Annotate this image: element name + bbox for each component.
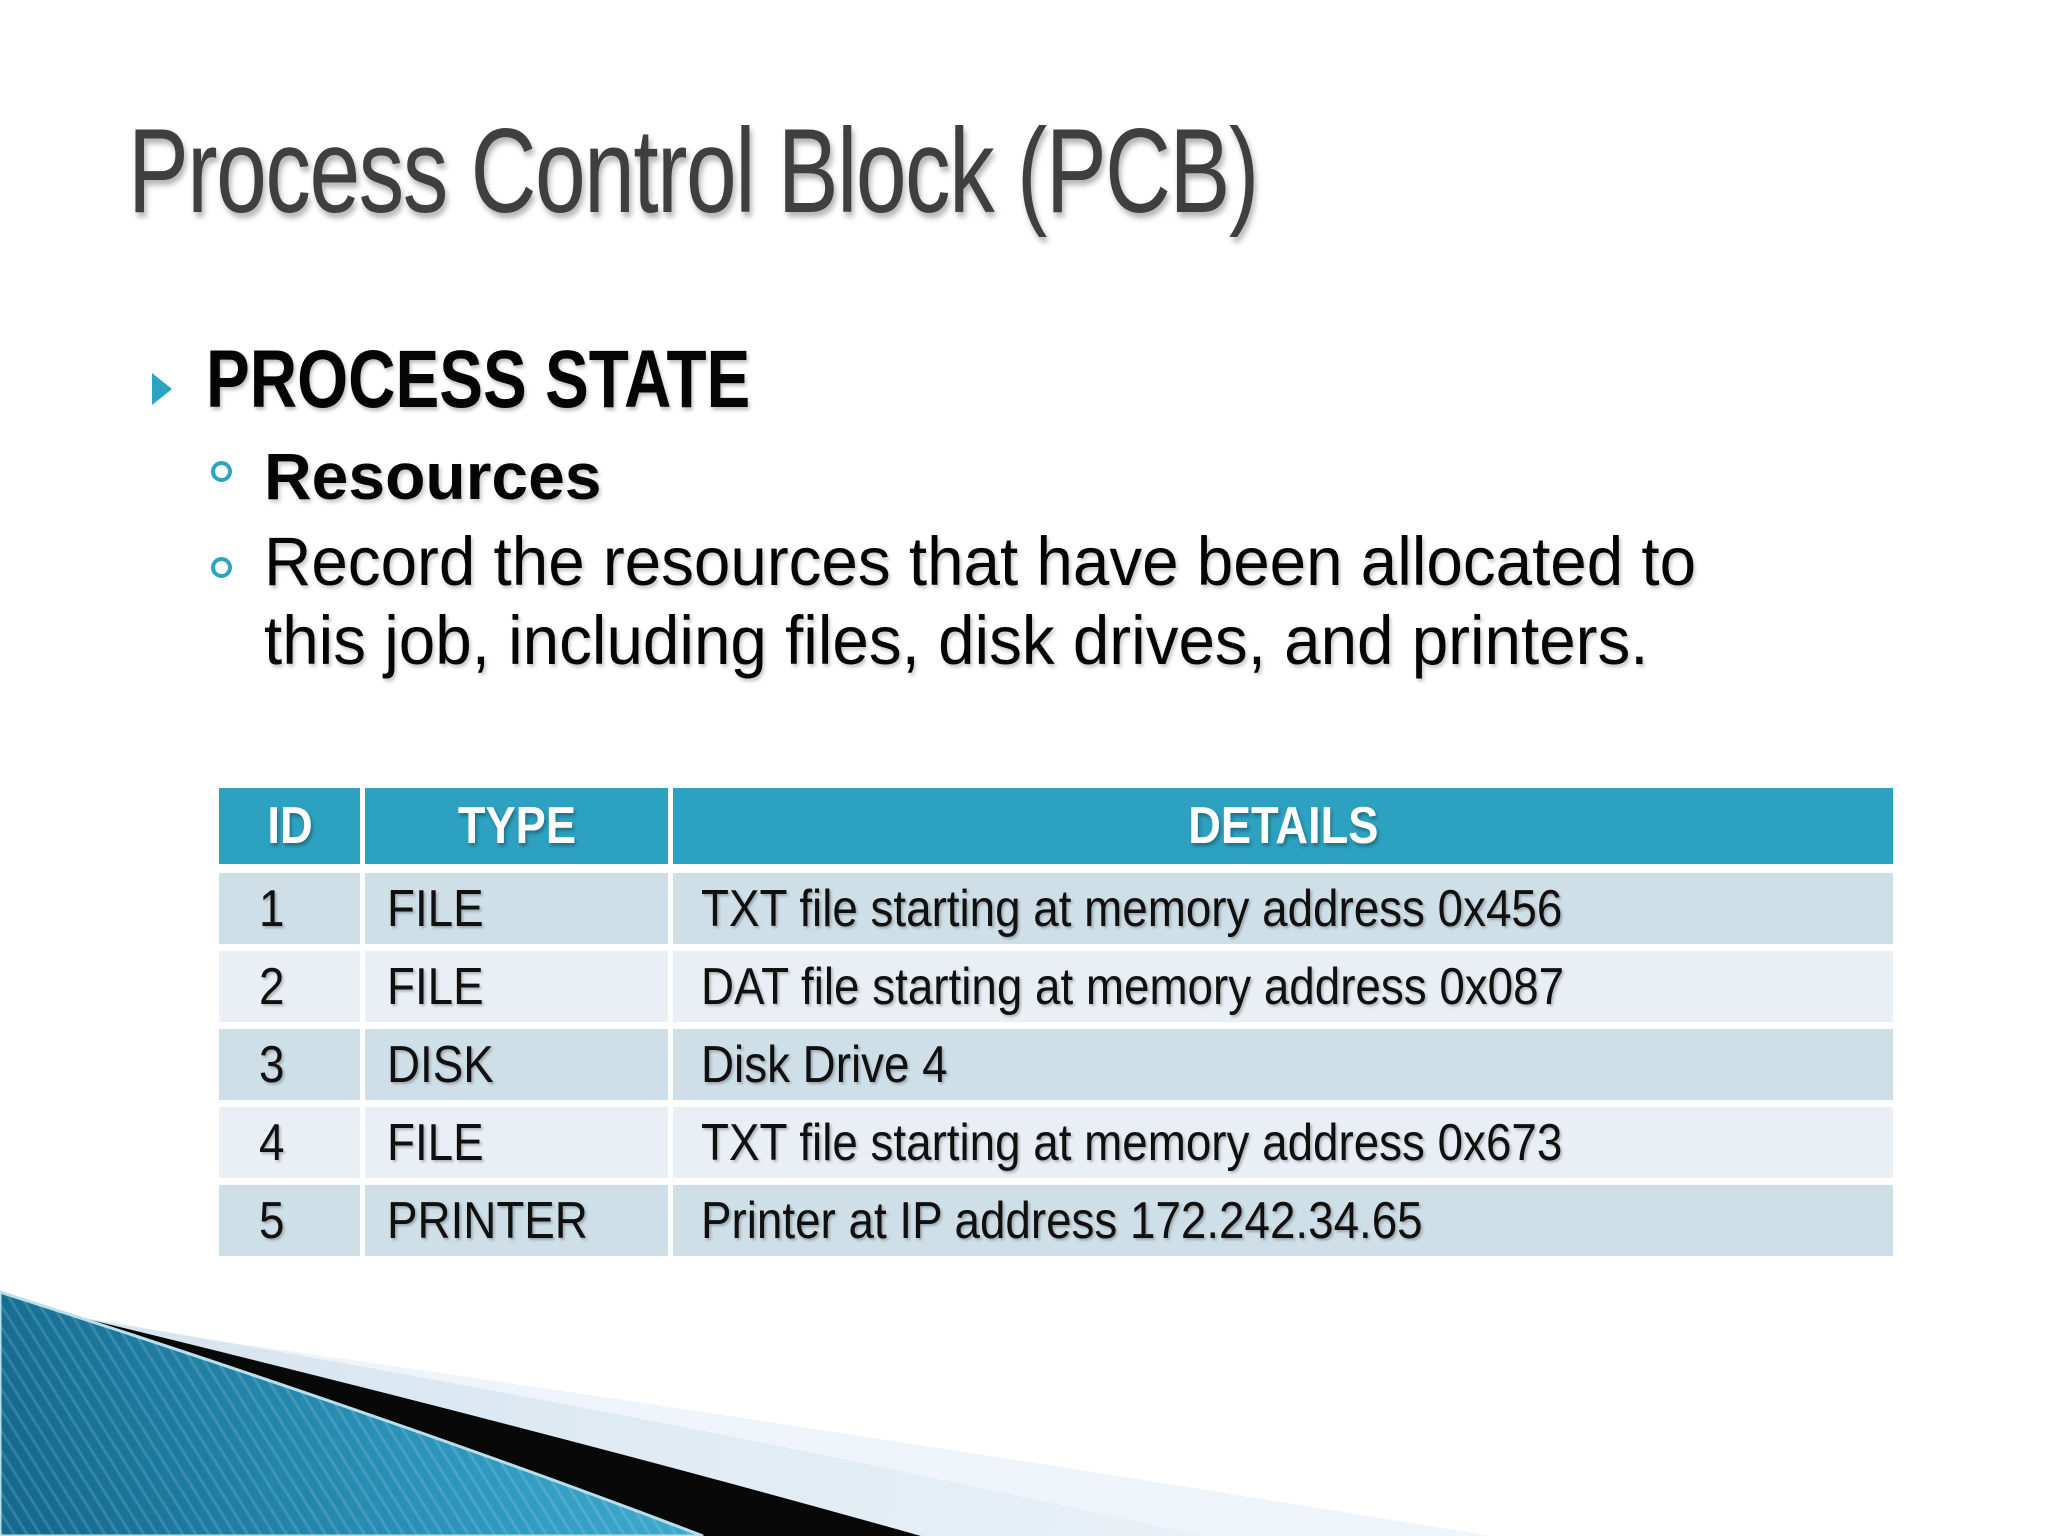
- table-cell: DAT file starting at memory address 0x08…: [673, 951, 1893, 1022]
- table-cell: TXT file starting at memory address 0x67…: [673, 1107, 1893, 1178]
- table-cell: TXT file starting at memory address 0x45…: [673, 873, 1893, 944]
- table-cell: FILE: [365, 951, 668, 1022]
- table-cell-text: DAT file starting at memory address 0x08…: [701, 957, 1565, 1016]
- table-cell-text: 2: [259, 957, 285, 1016]
- sub-bullet-circle-icon: [211, 461, 232, 482]
- table-row: 3 DISK Disk Drive 4: [219, 1029, 1893, 1100]
- table-cell: Disk Drive 4: [673, 1029, 1893, 1100]
- table-cell-text: TXT file starting at memory address 0x67…: [701, 1113, 1563, 1172]
- table-cell: 2: [219, 951, 360, 1022]
- table-cell: DISK: [365, 1029, 668, 1100]
- sub-bullet-resources: Resources: [264, 439, 602, 513]
- table-row: 4 FILE TXT file starting at memory address…: [219, 1107, 1893, 1178]
- table-cell: FILE: [365, 873, 668, 944]
- table-cell-text: FILE: [387, 879, 484, 938]
- table-cell-text: FILE: [387, 1113, 484, 1172]
- table-header-label: DETAILS: [1187, 797, 1379, 855]
- swoosh-ghost-band: [0, 1310, 1490, 1536]
- slide-title: Process Control Block (PCB): [128, 104, 1259, 238]
- table-header-row: ID TYPE DETAILS: [219, 788, 1893, 864]
- process-state-heading: PROCESS STATE: [206, 334, 751, 425]
- table-cell-text: 1: [259, 879, 285, 938]
- sub-bullet-description: Record the resources that have been allo…: [264, 523, 1697, 679]
- table-cell-text: DISK: [387, 1035, 494, 1094]
- table-cell-text: FILE: [387, 957, 484, 1016]
- table-cell-text: 3: [259, 1035, 285, 1094]
- table-cell-text: Disk Drive 4: [701, 1035, 948, 1094]
- sub-bullet-circle-icon: [211, 557, 232, 578]
- table-cell-text: PRINTER: [387, 1191, 588, 1250]
- swoosh-black-band: [0, 1298, 921, 1536]
- table-header-label: ID: [266, 797, 313, 855]
- table-row: 1 FILE TXT file starting at memory address…: [219, 873, 1893, 944]
- table-cell: FILE: [365, 1107, 668, 1178]
- table-cell: 3: [219, 1029, 360, 1100]
- swoosh-teal-band: [0, 1290, 704, 1536]
- table-cell: 4: [219, 1107, 360, 1178]
- table-cell-text: 5: [259, 1191, 285, 1250]
- table-cell: 5: [219, 1185, 360, 1256]
- table-cell: PRINTER: [365, 1185, 668, 1256]
- table-header-cell: TYPE: [365, 788, 668, 864]
- table-cell: Printer at IP address 172.242.34.65: [673, 1185, 1893, 1256]
- table-row: 5 PRINTER Printer at IP address 172.242.34…: [219, 1185, 1893, 1256]
- table-cell-text: 4: [259, 1113, 285, 1172]
- swoosh-teal-hatch: [0, 1292, 703, 1536]
- table-cell-text: Printer at IP address 172.242.34.65: [701, 1191, 1423, 1250]
- table-row: 2 FILE DAT file starting at memory address…: [219, 951, 1893, 1022]
- bullet-triangle-icon: [152, 373, 172, 405]
- table-header-cell: DETAILS: [673, 788, 1893, 864]
- swoosh-light-band: [0, 1304, 1203, 1536]
- table-header-label: TYPE: [457, 797, 576, 855]
- table-cell: 1: [219, 873, 360, 944]
- table-header-cell: ID: [219, 788, 360, 864]
- table-cell-text: TXT file starting at memory address 0x45…: [701, 879, 1563, 938]
